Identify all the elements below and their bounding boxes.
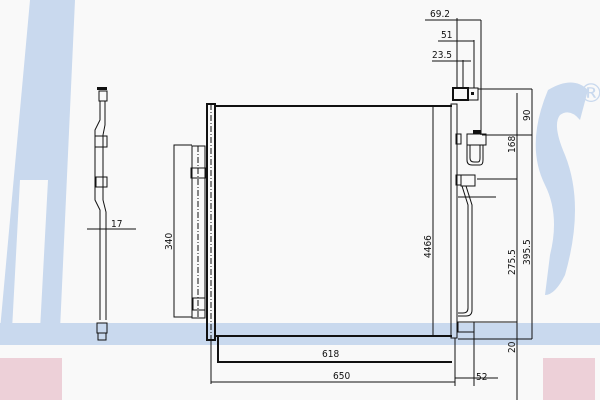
dim-top-23: 23.5	[432, 50, 452, 61]
dim-top-51: 51	[441, 30, 452, 41]
dim-top-69: 69.2	[430, 9, 450, 20]
dim-right-168: 168	[507, 136, 518, 153]
right-pipework: 69.2 51 23.5 90 168 275.5 395.5 20	[425, 9, 533, 400]
dim-pipe-offset: 52	[476, 372, 487, 383]
dim-right-90: 90	[522, 109, 533, 121]
dim-right-275: 275.5	[507, 249, 518, 275]
dim-side-thickness: 17	[111, 219, 122, 230]
dim-core-height: 4466	[423, 235, 434, 258]
registered-mark: ®	[578, 79, 600, 109]
dim-core-width: 618	[322, 349, 339, 360]
condenser-core: 4466 618 650 52	[206, 103, 498, 386]
dim-right-395: 395.5	[522, 239, 533, 265]
side-view: 17	[87, 87, 136, 341]
dim-right-20: 20	[507, 341, 518, 353]
dim-drier-length: 340	[164, 233, 175, 250]
receiver-drier: 340	[164, 144, 207, 319]
dim-overall-width: 650	[333, 371, 350, 382]
